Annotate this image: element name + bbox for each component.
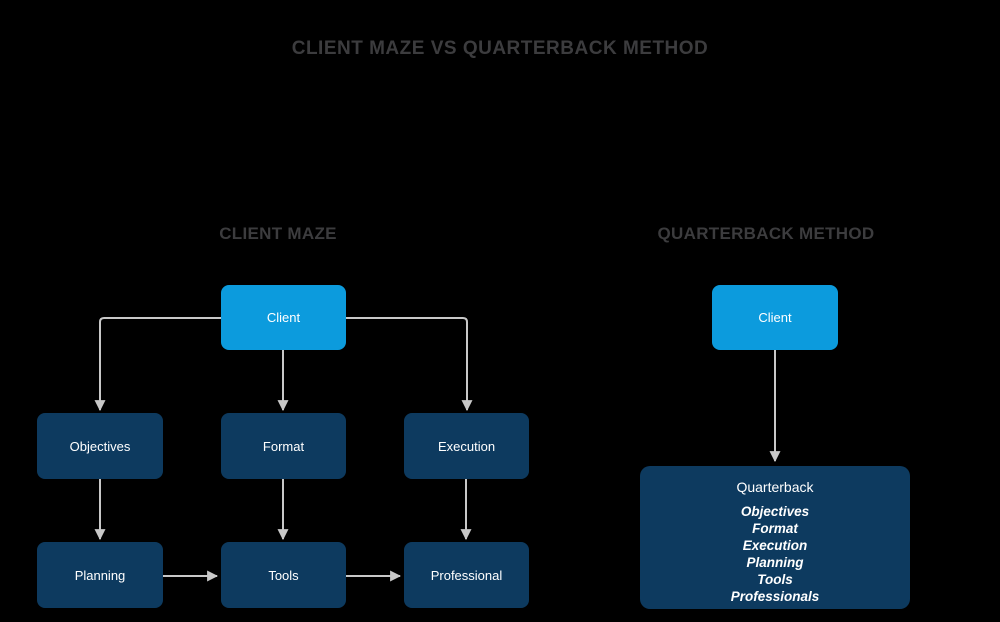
- quarterback-item-execution: Execution: [742, 538, 808, 553]
- client-maze-heading: CLIENT MAZE: [219, 224, 337, 243]
- node-objectives: Objectives: [37, 413, 163, 479]
- node-professional: Professional: [404, 542, 529, 608]
- arrow-client-to-execution: [346, 317, 473, 412]
- quarterback-item-planning: Planning: [746, 555, 804, 570]
- quarterback-method-heading: QUARTERBACK METHOD: [657, 224, 875, 243]
- node-quarterback: Quarterback Objectives Format Execution …: [640, 466, 910, 609]
- arrow-client-to-objectives: [94, 317, 221, 412]
- quarterback-item-professionals: Professionals: [730, 589, 820, 604]
- node-client-right: Client: [712, 285, 838, 350]
- quarterback-title: Quarterback: [736, 479, 814, 495]
- node-format: Format: [221, 413, 346, 479]
- quarterback-item-tools: Tools: [757, 572, 793, 587]
- node-client-left: Client: [221, 285, 346, 350]
- quarterback-item-objectives: Objectives: [740, 504, 810, 519]
- node-planning: Planning: [37, 542, 163, 608]
- page-title: CLIENT MAZE VS QUARTERBACK METHOD: [291, 38, 709, 59]
- quarterback-item-format: Format: [752, 521, 798, 536]
- node-tools: Tools: [221, 542, 346, 608]
- node-execution: Execution: [404, 413, 529, 479]
